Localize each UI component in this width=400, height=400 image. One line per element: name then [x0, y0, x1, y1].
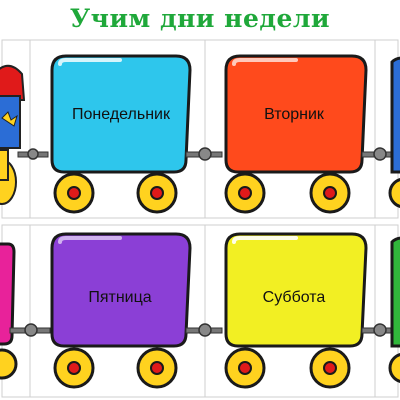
page-title: Учим дни недели	[69, 4, 331, 33]
wheel	[53, 172, 95, 214]
wheel	[388, 353, 400, 383]
wagon-partial-left	[0, 242, 16, 346]
coupling	[17, 148, 49, 160]
wheel	[136, 347, 178, 389]
wheel	[309, 172, 351, 214]
star-icon	[1, 111, 18, 127]
locomotive	[0, 64, 26, 205]
wagon-body	[224, 232, 368, 348]
day-label-tuesday: Вторник	[264, 106, 325, 123]
wagon-partial-right	[390, 56, 400, 174]
wagon-tuesday: Вторник	[224, 54, 368, 214]
coupling	[361, 147, 393, 161]
wagon-highlight	[232, 236, 298, 244]
day-label-saturday: Суббота	[263, 289, 326, 306]
wagon-saturday: Суббота	[224, 232, 368, 389]
wheel	[388, 178, 400, 208]
wagon-highlight	[58, 58, 122, 66]
wagon-monday: Понедельник	[50, 54, 192, 214]
wheel	[309, 347, 351, 389]
wheel	[53, 347, 95, 389]
wheel	[0, 348, 18, 380]
coupling	[185, 147, 223, 161]
wagon-highlight	[232, 58, 298, 66]
locomotive-roof	[0, 64, 26, 101]
day-label-monday: Понедельник	[72, 106, 171, 123]
wagon-highlight	[58, 236, 122, 244]
wheel	[136, 172, 178, 214]
wagon-friday: Пятница	[50, 232, 192, 389]
coupling	[9, 323, 51, 337]
wagon-body	[224, 54, 368, 174]
coupling	[185, 323, 223, 337]
wheel	[224, 172, 266, 214]
wagon-body	[50, 232, 192, 348]
locomotive-body	[0, 149, 9, 181]
coupling	[361, 323, 393, 337]
wheel	[224, 347, 266, 389]
day-label-friday: Пятница	[88, 289, 151, 306]
wagon-partial-right	[390, 236, 400, 348]
wagon-body	[50, 54, 192, 174]
